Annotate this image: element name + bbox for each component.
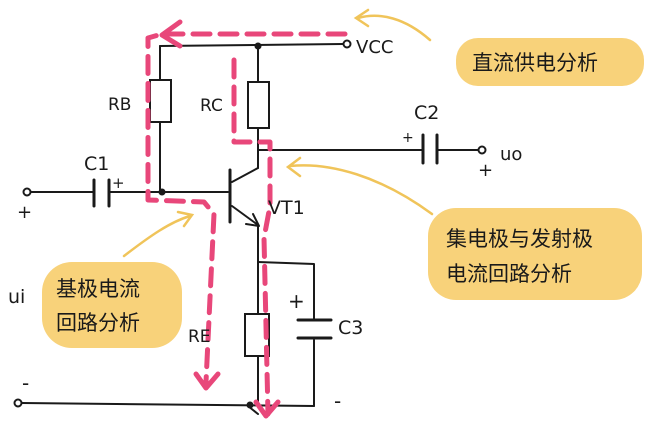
current-arrowheads <box>159 19 281 419</box>
base-loop-bubble <box>42 262 182 348</box>
base-loop-pointer-head <box>176 210 195 228</box>
collector-current-path <box>231 57 273 417</box>
vcc-terminal <box>342 39 352 49</box>
resistor-rc <box>247 81 270 129</box>
c3-label: C3 <box>338 317 363 339</box>
current-paths <box>145 31 348 417</box>
rc-label: RC <box>200 96 223 116</box>
c3-plus-mark: + <box>288 289 305 313</box>
ce-loop-text-line2: 电流回路分析 <box>446 262 572 286</box>
dc-analysis-bubble <box>456 38 644 86</box>
base-loop-text-line2: 回路分析 <box>56 311 140 335</box>
terminals <box>13 39 487 408</box>
collector-lead <box>231 167 259 183</box>
emitter-arrow <box>245 213 260 227</box>
ce-loop-bubble <box>428 208 642 300</box>
capacitors <box>92 133 439 340</box>
base-current-path <box>145 31 348 385</box>
resistor-rb <box>149 79 172 123</box>
input-minus-mark: - <box>22 371 29 395</box>
dc-analysis-pointer-head <box>353 8 370 28</box>
c2-label: C2 <box>414 102 439 124</box>
collector-down-arrowhead <box>253 399 281 419</box>
ce-loop-pointer <box>288 164 434 216</box>
dc-analysis-pointer <box>356 14 432 42</box>
base-junction-dot <box>158 188 166 196</box>
input-plus-mark: + <box>17 202 32 223</box>
ui-label: ui <box>8 286 25 308</box>
c2-plus-mark: + <box>402 130 414 146</box>
emitter-lead <box>231 205 259 226</box>
dc-analysis-text: 直流供电分析 <box>472 51 598 75</box>
circuit-wires <box>21 43 479 415</box>
base-loop-text-line1: 基极电流 <box>56 277 140 301</box>
c1-plus-mark: + <box>112 174 125 192</box>
base-loop-pointer <box>122 214 192 258</box>
c3-minus-mark: - <box>334 389 341 413</box>
ce-loop-pointer-head <box>285 156 302 178</box>
vt1-label: VT1 <box>268 197 305 219</box>
junction-dots <box>158 42 262 409</box>
vcc-junction-dot <box>254 42 262 50</box>
output-terminal <box>477 145 487 155</box>
c1-label: C1 <box>84 153 109 175</box>
input-terminal <box>22 187 32 197</box>
vcc-left-arrowhead <box>159 19 183 49</box>
re-label: RE <box>188 327 211 347</box>
base-down-arrowhead <box>193 371 221 391</box>
ground-junction-dot <box>246 401 254 409</box>
vcc-label: VCC <box>356 37 393 58</box>
uo-label: uo <box>500 144 522 165</box>
output-plus-mark: + <box>478 160 493 181</box>
c3-branch-top <box>257 261 315 321</box>
rb-label: RB <box>108 95 131 115</box>
ce-loop-text-line1: 集电极与发射极 <box>446 227 593 251</box>
ground-terminal <box>13 398 23 408</box>
vcc-rail <box>159 43 344 47</box>
